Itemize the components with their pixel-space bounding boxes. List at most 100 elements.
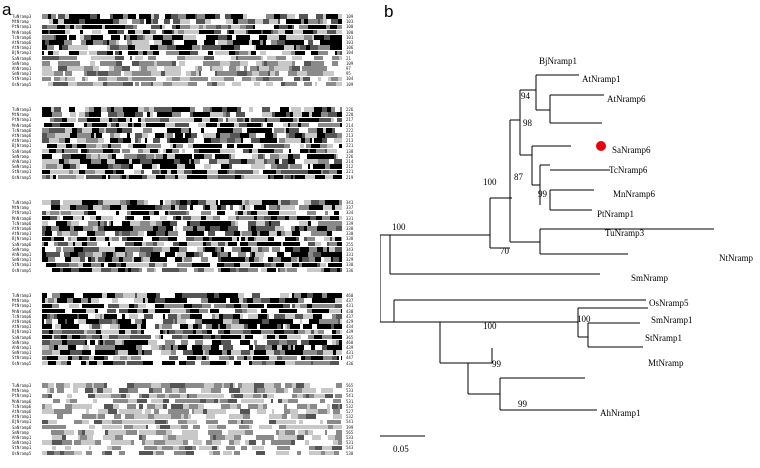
sequence-end-position: 103 bbox=[346, 19, 354, 25]
sequence-end-position: 434 bbox=[346, 324, 354, 330]
sequence-name: OsNramp5 bbox=[12, 81, 32, 87]
sequence-cells bbox=[42, 293, 342, 298]
sequence-name: StNramp1 bbox=[12, 169, 32, 175]
sequence-end-position: 219 bbox=[346, 174, 354, 180]
sequence-cells bbox=[42, 40, 342, 45]
panel-b-label: b bbox=[384, 2, 394, 21]
sequence-cells bbox=[42, 215, 342, 221]
sequence-end-position: 532 bbox=[346, 414, 354, 420]
consensus-line bbox=[42, 87, 376, 93]
sequence-end-position: 109 bbox=[346, 60, 354, 66]
scale-bar-label: 0.05 bbox=[393, 444, 409, 454]
sequence-end-position: 95 bbox=[346, 71, 351, 77]
sequence-name: MnNramp6 bbox=[12, 215, 32, 221]
sequence-cells bbox=[42, 298, 342, 304]
consensus-line bbox=[42, 366, 376, 372]
sequence-end-position: 460 bbox=[346, 293, 354, 299]
bootstrap-value: 100 bbox=[577, 314, 591, 324]
sequence-cells bbox=[42, 24, 342, 30]
sequence-end-position: 531 bbox=[346, 440, 354, 446]
sequence-cells bbox=[42, 440, 342, 445]
sequence-name: BjNramp1 bbox=[12, 419, 32, 425]
sequence-end-position: 533 bbox=[346, 388, 354, 394]
sequence-name: AhNramp1 bbox=[12, 158, 32, 164]
sequence-cells bbox=[42, 398, 342, 404]
sequence-cells bbox=[42, 419, 342, 425]
sequence-end-position: 460 bbox=[346, 339, 354, 345]
sequence-cells bbox=[42, 360, 342, 366]
sequence-cells bbox=[42, 159, 342, 164]
sequence-cells bbox=[42, 241, 342, 247]
sequence-name: SmNramp1 bbox=[12, 257, 32, 263]
sequence-name: AhNramp1 bbox=[12, 65, 32, 71]
sequence-cells bbox=[42, 128, 342, 133]
sequence-name: MtNramp bbox=[12, 112, 29, 118]
sequence-cells bbox=[42, 231, 342, 237]
sequence-cells bbox=[42, 257, 342, 262]
sequence-name: SaNramp6 bbox=[12, 241, 32, 247]
leaf-label: MtNramp bbox=[648, 358, 684, 368]
sequence-name: MtNramp bbox=[12, 205, 29, 211]
sequence-name: PtNramp1 bbox=[12, 393, 32, 399]
sequence-name: SaNramp6 bbox=[12, 148, 32, 154]
sequence-name: MnNramp6 bbox=[12, 308, 32, 314]
sequence-end-position: 447 bbox=[346, 355, 354, 361]
sequence-name: MtNramp bbox=[12, 388, 29, 394]
sequence-end-position: 439 bbox=[346, 329, 354, 335]
sequence-end-position: 100 bbox=[346, 24, 354, 30]
alignment-row: MnNramp6 430 bbox=[12, 309, 376, 314]
sequence-end-position: 399 bbox=[346, 424, 354, 430]
bootstrap-value: 70 bbox=[500, 246, 510, 256]
phylogenetic-tree: BjNramp1AtNramp1AtNramp6SaNramp6TcNramp6… bbox=[380, 56, 753, 454]
bootstrap-value: 100 bbox=[483, 177, 497, 187]
sequence-end-position: 330 bbox=[346, 226, 354, 232]
sequence-end-position: 106 bbox=[346, 45, 354, 51]
sequence-end-position: 331 bbox=[346, 215, 354, 221]
sequence-cells bbox=[42, 409, 342, 414]
sequence-cells bbox=[42, 226, 342, 231]
sequence-name: SaNramp6 bbox=[12, 334, 32, 340]
sequence-name: AtNramp6 bbox=[12, 409, 32, 415]
sequence-name: TcNramp6 bbox=[12, 127, 32, 133]
sequence-end-position: 226 bbox=[346, 153, 354, 159]
sequence-end-position: 217 bbox=[346, 117, 354, 123]
sequence-cells bbox=[42, 112, 342, 118]
alignment-row: MnNramp6 331 bbox=[12, 216, 376, 221]
sequence-name: MnNramp6 bbox=[12, 29, 32, 35]
sequence-cells bbox=[42, 303, 342, 309]
sequence-end-position: 532 bbox=[346, 403, 354, 409]
sequence-end-position: 430 bbox=[346, 308, 354, 314]
sequence-name: BjNramp1 bbox=[12, 236, 32, 242]
sequence-end-position: 429 bbox=[346, 319, 354, 325]
sequence-name: PtNramp1 bbox=[12, 24, 32, 30]
sequence-name: OsNramp5 bbox=[12, 174, 32, 180]
sequence-cells bbox=[42, 55, 342, 61]
sequence-name: AtNramp6 bbox=[12, 319, 32, 325]
sequence-end-position: 103 bbox=[346, 40, 354, 46]
leaf-label: OsNramp5 bbox=[649, 298, 689, 308]
sequence-cells bbox=[42, 148, 342, 154]
sequence-end-position: 336 bbox=[346, 267, 354, 273]
sequence-name: AhNramp1 bbox=[12, 251, 32, 257]
sequence-cells bbox=[42, 383, 342, 388]
